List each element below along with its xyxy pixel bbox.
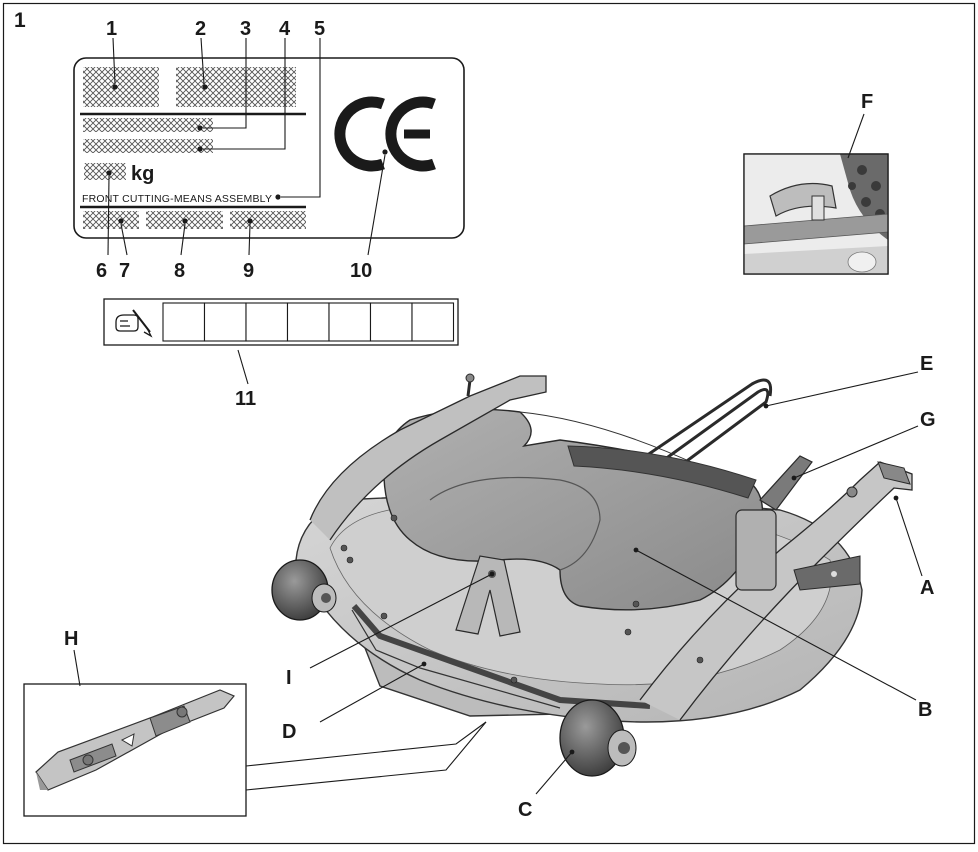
part-leaders (309, 371, 923, 795)
assembly-text: Front cutting-means assembly (82, 193, 272, 205)
inset-f: F (743, 91, 889, 275)
label-e: E (920, 353, 933, 375)
plate-field-7 (83, 211, 139, 229)
plate-field-1 (83, 67, 159, 107)
mower-deck-illustration (271, 373, 913, 777)
serial-cell (245, 302, 289, 342)
label-a: A (920, 577, 934, 599)
callout-5: 5 (314, 18, 325, 40)
callout-8: 8 (174, 260, 185, 282)
callout-11: 11 (235, 388, 256, 410)
label-b: B (918, 699, 932, 721)
label-i: I (286, 667, 292, 689)
weight-unit: kg (131, 163, 154, 185)
label-c: C (518, 799, 532, 821)
serial-cells (162, 302, 455, 342)
rating-plate: kg Front cutting-means assembly (73, 18, 465, 282)
front-wheel (559, 699, 637, 777)
label-f: F (861, 91, 873, 113)
callout-7: 7 (119, 260, 130, 282)
serial-cell (328, 302, 372, 342)
label-d: D (282, 721, 296, 743)
callout-6: 6 (96, 260, 107, 282)
serial-cell (369, 302, 413, 342)
plate-field-6 (84, 163, 126, 180)
serial-cell (411, 302, 455, 342)
plate-field-2 (176, 67, 296, 107)
callout-3: 3 (240, 18, 251, 40)
callout-4: 4 (279, 18, 291, 40)
serial-number-box: 11 (103, 298, 459, 410)
writing-hand-icon (115, 309, 153, 338)
figure-number: 1 (14, 9, 26, 32)
callout-2: 2 (195, 18, 206, 40)
plate-field-4 (83, 139, 213, 153)
serial-cell (162, 302, 206, 342)
serial-cell (286, 302, 330, 342)
label-g: G (920, 409, 936, 431)
ce-mark (334, 96, 436, 172)
callout-9: 9 (243, 260, 254, 282)
plate-field-9 (230, 211, 306, 229)
callout-10: 10 (350, 260, 372, 282)
inset-h: H (23, 628, 487, 817)
blade-image (35, 689, 235, 791)
plate-field-3 (83, 118, 213, 132)
serial-cell (203, 302, 247, 342)
left-wheel (271, 559, 337, 621)
callout-1: 1 (106, 18, 117, 40)
label-h: H (64, 628, 78, 650)
